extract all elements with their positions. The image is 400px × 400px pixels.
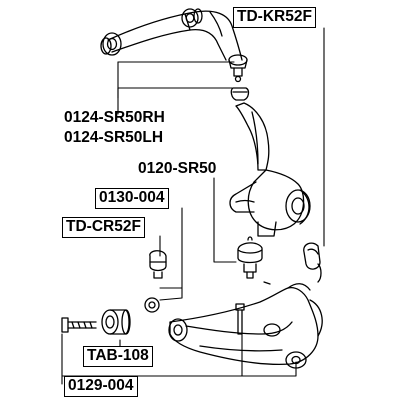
leader-lines bbox=[61, 27, 325, 385]
rubber-cap bbox=[149, 250, 167, 279]
knuckle-bushing bbox=[303, 242, 322, 283]
vertical-bolt bbox=[235, 281, 271, 335]
steering-knuckle bbox=[229, 102, 311, 237]
lower-control-arm bbox=[168, 283, 323, 369]
lower-ball-joint bbox=[237, 236, 263, 279]
cam-bolt bbox=[61, 317, 97, 333]
round-bushing bbox=[144, 297, 160, 313]
upper-dust-boot bbox=[230, 87, 250, 101]
lower-arm-bushing bbox=[101, 309, 131, 335]
upper-control-arm bbox=[100, 8, 248, 83]
